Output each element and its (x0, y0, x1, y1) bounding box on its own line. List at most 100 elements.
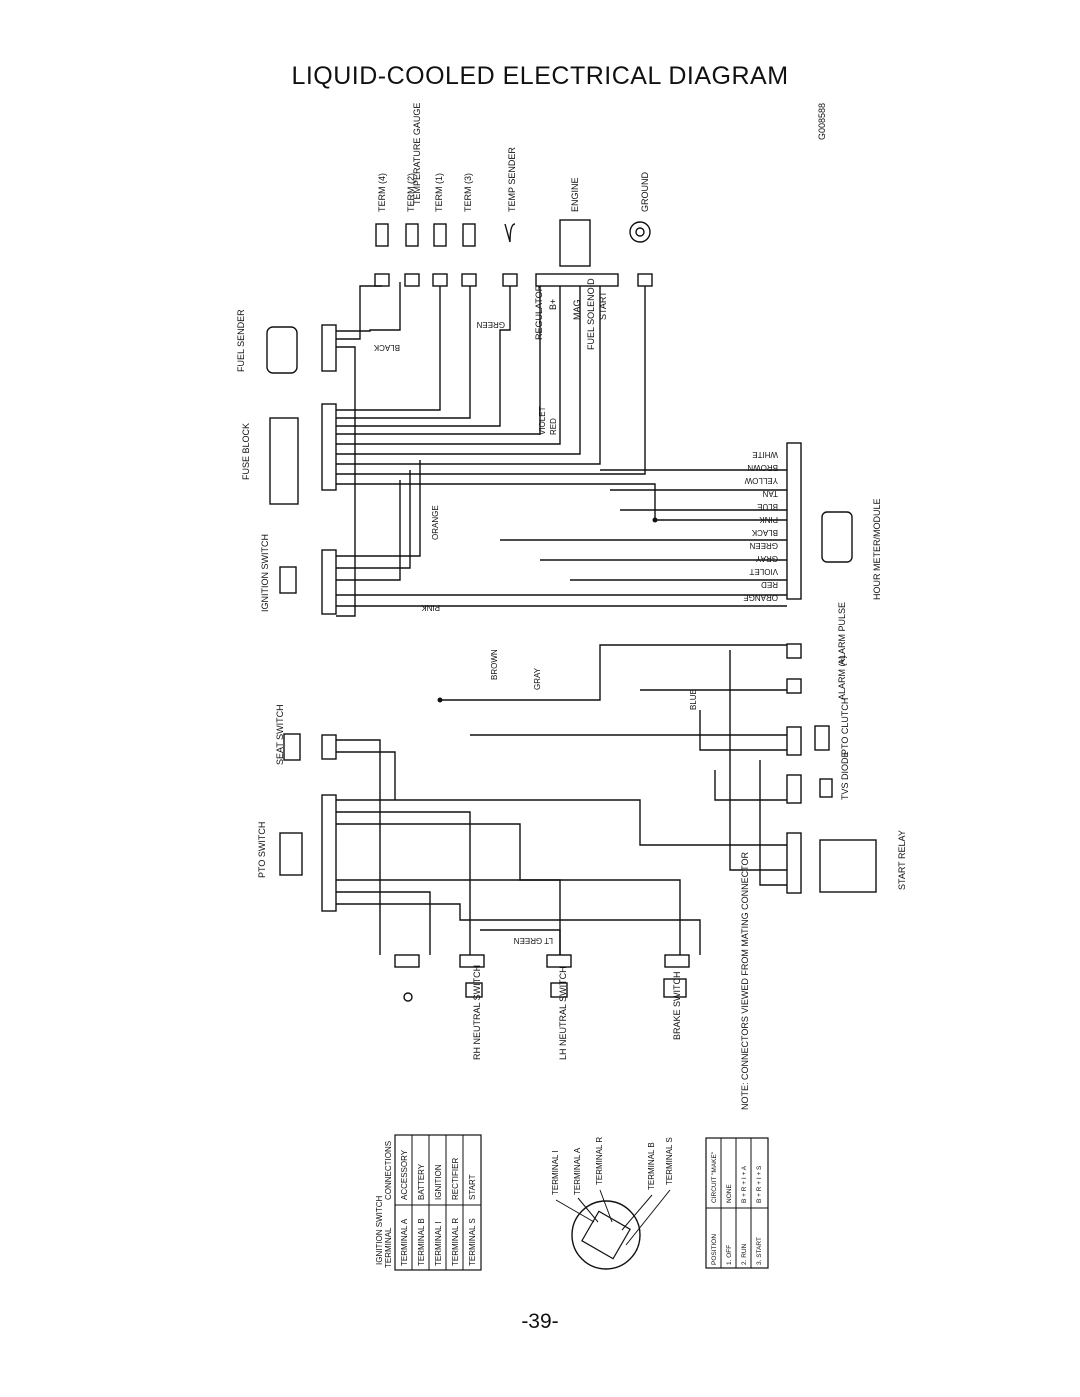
ignition-row-a-terminal: TERMINAL A (400, 1218, 409, 1266)
conn-term4 (374, 273, 390, 287)
conn-fuel-sender (321, 324, 337, 372)
ignition-row-r-terminal: TERMINAL R (451, 1218, 460, 1266)
wire-label-pink: PINK (421, 603, 440, 612)
hm-wire-gray: GRAY (755, 554, 778, 563)
start-relay-label: START RELAY (897, 830, 907, 890)
conn-seat-switch (321, 734, 337, 760)
wire-label-violet: VIOLET (538, 406, 547, 435)
temperature-gauge-label: TEMPERATURE GAUGE (412, 103, 422, 205)
conn-term1 (432, 273, 448, 287)
conn-alarm-plus (786, 678, 802, 694)
alarm-pulse-label: ALARM PULSE (837, 602, 847, 665)
brake-switch-label: BRAKE SWITCH (672, 971, 682, 1040)
hm-wire-brown: BROWN (747, 463, 778, 472)
terminal-s-label: TERMINAL S (665, 1137, 674, 1185)
conn-pto-clutch (786, 726, 802, 756)
position-header: POSITION (711, 1234, 718, 1265)
diagram-note: NOTE: CONNECTORS VIEWED FROM MATING CONN… (740, 851, 750, 1110)
wire-label-black: BLACK (373, 343, 400, 352)
ignition-table-title: IGNITION SWITCH (375, 1195, 384, 1265)
ignition-table-header-terminal: TERMINAL (384, 1227, 393, 1268)
engine-pin-bplus: B+ (548, 299, 558, 310)
ignition-row-b-connection: BATTERY (417, 1163, 426, 1200)
hour-meter-label: HOUR METER/MODULE (872, 498, 882, 600)
wire-label-blue: BLUE (689, 689, 698, 710)
position-run: 2. RUN (741, 1243, 748, 1265)
circuit-make-header: CIRCUIT "MAKE" (711, 1151, 718, 1203)
hm-wire-black: BLACK (751, 528, 778, 537)
ignition-row-s-terminal: TERMINAL S (468, 1218, 477, 1266)
ignition-table: IGNITION SWITCH TERMINAL CONNECTIONS TER… (375, 1134, 482, 1271)
hm-wire-pink: PINK (759, 515, 778, 524)
conn-ab (394, 954, 420, 968)
circuit-run: B + R + I + A (741, 1165, 748, 1203)
fuel-sender-label: FUEL SENDER (236, 309, 246, 372)
conn-alarm-pulse (786, 643, 802, 659)
position-off: 1. OFF (726, 1245, 733, 1265)
conn-ignition-switch (321, 549, 337, 615)
fuse-block-label: FUSE BLOCK (241, 423, 251, 480)
engine-label: ENGINE (570, 177, 580, 212)
circuit-off: NONE (726, 1184, 733, 1203)
page-number: -39- (521, 1310, 559, 1333)
conn-engine (535, 273, 619, 287)
engine-pin-fuel-solenoid: FUEL SOLENOID (586, 278, 596, 350)
position-start: 3. START (756, 1237, 763, 1265)
conn-ground (637, 273, 653, 287)
ignition-switch-label: IGNITION SWITCH (260, 534, 270, 612)
hm-wire-blue: BLUE (757, 502, 778, 511)
conn-tvs-diode (786, 774, 802, 804)
hm-wire-white: WHITE (752, 450, 778, 459)
ignition-row-r-connection: RECTIFIER (451, 1158, 460, 1200)
ground-label: GROUND (640, 172, 650, 212)
conn-lh-neutral (546, 954, 572, 968)
hm-wire-green: GREEN (749, 541, 778, 550)
hm-wire-yellow: YELLOW (744, 476, 778, 485)
diagram-title: LIQUID-COOLED ELECTRICAL DIAGRAM (291, 62, 789, 90)
gauge-term-3: TERM (3) (463, 173, 473, 212)
hm-wire-red: RED (761, 580, 778, 589)
conn-term2 (404, 273, 420, 287)
lh-neutral-label: LH NEUTRAL SWITCH (558, 966, 568, 1060)
hm-wire-orange: ORANGE (743, 593, 778, 602)
gauge-term-1: TERM (1) (434, 173, 444, 212)
temp-sender-label: TEMP SENDER (507, 147, 517, 212)
conn-pto-switch (321, 794, 337, 912)
tvs-diode-label: TVS DIODE (840, 751, 850, 800)
terminal-b-label: TERMINAL B (647, 1142, 656, 1190)
conn-fuse-block (321, 403, 337, 491)
ignition-row-s-connection: START (468, 1174, 477, 1200)
wire-label-green: GREEN (476, 320, 505, 329)
ignition-row-i-terminal: TERMINAL I (434, 1221, 443, 1266)
wire-label-brown: BROWN (490, 649, 499, 680)
rh-neutral-label: RH NEUTRAL SWITCH (472, 965, 482, 1060)
wire-label-red: RED (549, 418, 558, 435)
figure-code: G008588 (817, 103, 827, 140)
hm-wire-tan: TAN (762, 489, 778, 498)
conn-hour-meter (786, 442, 802, 600)
conn-temp-sender (502, 273, 518, 287)
conn-rh-neutral (459, 954, 485, 968)
pto-switch-label: PTO SWITCH (257, 822, 267, 878)
pto-clutch-label: PTO CLUTCH (840, 698, 850, 755)
ignition-table-header-connections: CONNECTIONS (384, 1141, 393, 1200)
wire-label-gray: GRAY (533, 667, 542, 690)
engine-pin-regulator: REGULATOR (534, 284, 544, 340)
conn-brake (664, 954, 690, 968)
conn-term3 (461, 273, 477, 287)
hm-wire-violet: VIOLET (749, 567, 778, 576)
ignition-row-a-connection: ACCESSORY (400, 1149, 409, 1200)
gauge-term-2: TERM (2) (406, 173, 416, 212)
gauge-term-4: TERM (4) (377, 173, 387, 212)
wire-label-orange: ORANGE (431, 505, 440, 540)
ignition-row-b-terminal: TERMINAL B (417, 1218, 426, 1266)
seat-switch-label: SEAT SWITCH (275, 704, 285, 765)
ignition-row-i-connection: IGNITION (434, 1164, 443, 1200)
ignition-switch-terminals: TERMINAL I TERMINAL A TERMINAL R TERMINA… (551, 1137, 674, 1270)
engine-pin-start: START (598, 291, 608, 320)
terminal-a-label: TERMINAL A (573, 1147, 582, 1195)
alarm-plus-label: ALARM (+) (837, 655, 847, 700)
conn-start-relay (786, 832, 802, 894)
wire-label-lt-green: LT GREEN (514, 936, 553, 945)
